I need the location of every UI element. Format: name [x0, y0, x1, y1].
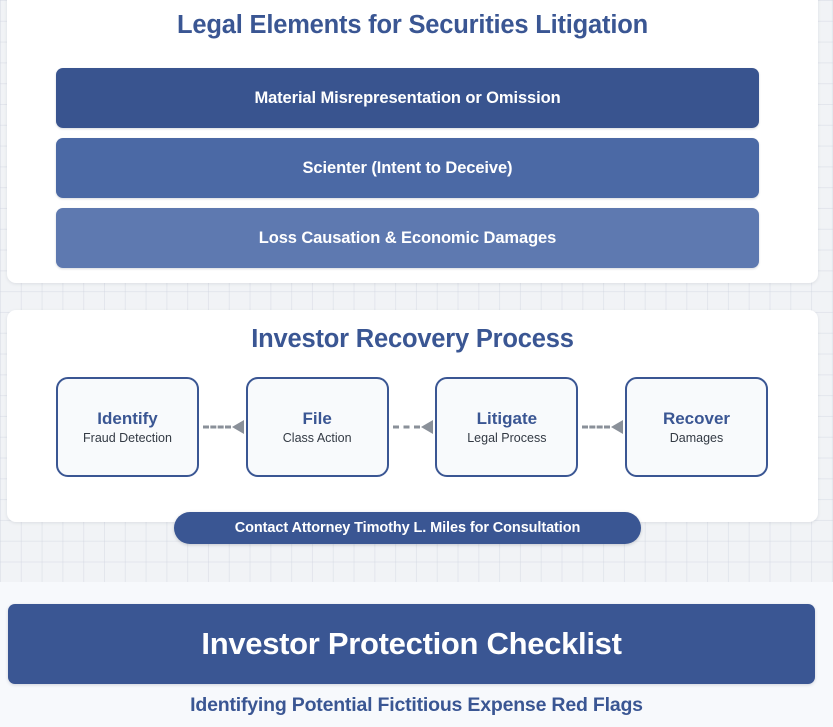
- dashed-line: [582, 425, 611, 429]
- process-step-title: Litigate: [476, 409, 538, 428]
- recovery-process-card: Investor Recovery Process Identify Fraud…: [7, 310, 818, 522]
- arrow-head-left-icon: [231, 420, 244, 434]
- arrow-head-left-icon: [421, 420, 434, 434]
- legal-element-label: Material Misrepresentation or Omission: [254, 88, 561, 107]
- flow-arrow-left-icon-3: [578, 420, 625, 434]
- legal-element-bar-3[interactable]: Loss Causation & Economic Damages: [56, 208, 759, 268]
- process-step-title: Recover: [662, 409, 731, 428]
- checklist-subtitle: Identifying Potential Fictitious Expense…: [190, 694, 643, 716]
- legal-elements-list: Material Misrepresentation or Omission S…: [56, 68, 759, 278]
- dashed-line: [203, 425, 231, 429]
- legal-elements-card: Legal Elements for Securities Litigation…: [7, 0, 818, 283]
- legal-elements-title: Legal Elements for Securities Litigation: [177, 11, 648, 39]
- process-step-subtitle: Fraud Detection: [83, 431, 172, 445]
- recovery-process-flow: Identify Fraud Detection File Class Acti…: [56, 377, 769, 477]
- process-step-title: File: [302, 409, 332, 428]
- process-step-subtitle: Legal Process: [467, 431, 547, 445]
- dashed-line: [392, 425, 421, 429]
- process-step-title: Identify: [97, 409, 158, 428]
- legal-element-label: Scienter (Intent to Deceive): [302, 158, 513, 177]
- checklist-banner: Investor Protection Checklist: [8, 604, 815, 684]
- process-step-recover[interactable]: Recover Damages: [625, 377, 769, 477]
- arrow-head-left-icon: [611, 420, 624, 434]
- contact-attorney-consultation-button[interactable]: Contact Attorney Timothy L. Miles for Co…: [174, 512, 641, 544]
- process-step-litigate[interactable]: Litigate Legal Process: [435, 377, 579, 477]
- checklist-banner-title: Investor Protection Checklist: [201, 626, 622, 661]
- process-step-subtitle: Damages: [669, 431, 724, 445]
- legal-element-bar-1[interactable]: Material Misrepresentation or Omission: [56, 68, 759, 128]
- recovery-process-title: Investor Recovery Process: [251, 325, 574, 353]
- process-step-subtitle: Class Action: [282, 431, 352, 445]
- legal-element-bar-2[interactable]: Scienter (Intent to Deceive): [56, 138, 759, 198]
- legal-element-label: Loss Causation & Economic Damages: [258, 228, 557, 247]
- flow-arrow-left-icon-2: [389, 420, 436, 434]
- investor-protection-checklist-card: Investor Protection Checklist Identifyin…: [0, 582, 833, 727]
- process-step-file[interactable]: File Class Action: [245, 377, 389, 477]
- process-step-identify[interactable]: Identify Fraud Detection: [56, 377, 199, 477]
- flow-arrow-left-icon-1: [199, 420, 246, 434]
